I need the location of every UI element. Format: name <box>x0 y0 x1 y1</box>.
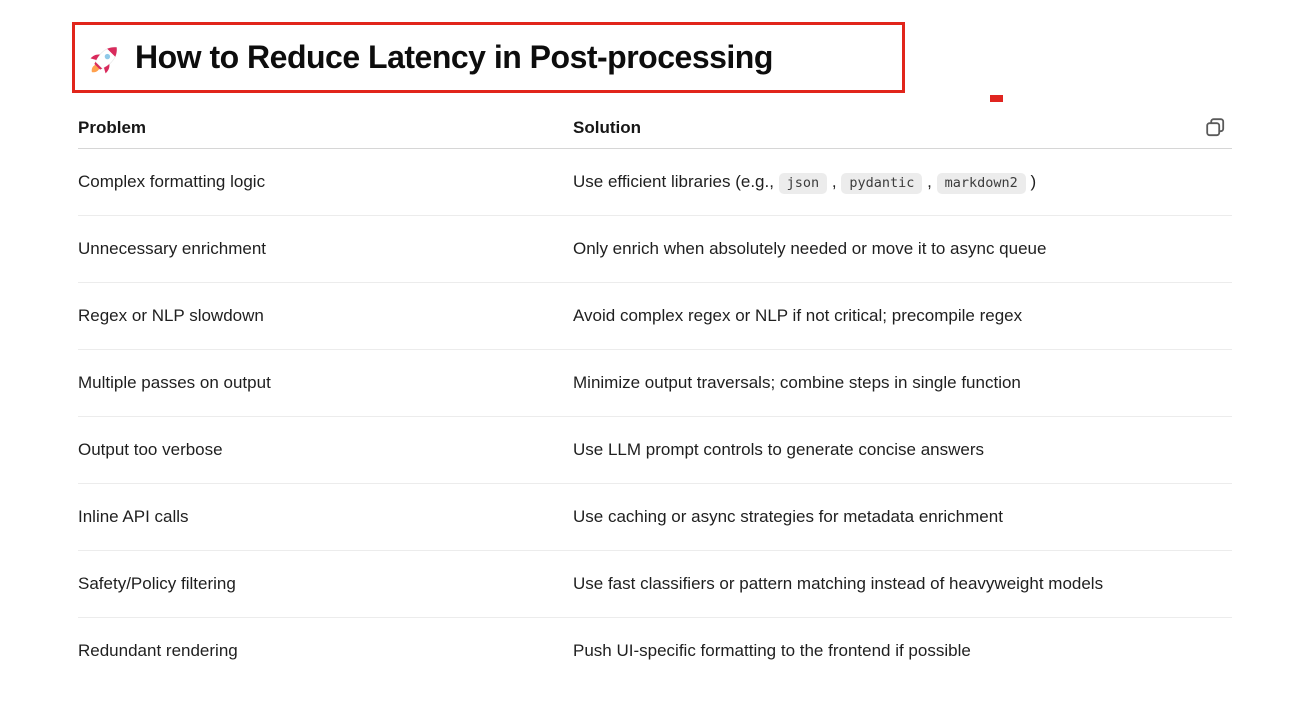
solution-cell: Use efficient libraries (e.g., json , py… <box>573 171 1232 194</box>
problem-cell: Safety/Policy filtering <box>78 573 236 593</box>
problem-cell: Unnecessary enrichment <box>78 238 267 258</box>
table-row: Complex formatting logic Use efficient li… <box>78 149 1232 216</box>
solution-cell: Only enrich when absolutely needed or mo… <box>573 238 1047 258</box>
problem-solution-table: Problem Solution Complex formatting logi… <box>78 107 1232 685</box>
column-header-problem: Problem <box>78 117 147 137</box>
table-row: Inline API calls Use caching or async str… <box>78 484 1232 551</box>
solution-cell: Avoid complex regex or NLP if not critic… <box>573 305 1023 325</box>
red-dash-annotation <box>990 95 1003 102</box>
column-header-solution: Solution <box>573 117 641 137</box>
table-header-row: Problem Solution <box>78 107 1232 149</box>
table-row: Multiple passes on output Minimize output… <box>78 350 1232 417</box>
rocket-emoji-icon <box>90 46 118 73</box>
problem-cell: Multiple passes on output <box>78 372 271 392</box>
code-badge: pydantic <box>841 172 923 194</box>
copy-icon <box>1205 118 1224 137</box>
table-row: Output too verbose Use LLM prompt control… <box>78 417 1232 484</box>
code-badge: markdown2 <box>936 172 1026 194</box>
solution-cell: Use caching or async strategies for meta… <box>573 506 1003 526</box>
solution-cell: Use fast classifiers or pattern matching… <box>573 573 1104 593</box>
table-row: Regex or NLP slowdown Avoid complex regex… <box>78 283 1232 350</box>
solution-cell: Minimize output traversals; combine step… <box>573 372 1021 392</box>
problem-cell: Redundant rendering <box>78 641 238 661</box>
solution-cell: Push UI-specific formatting to the front… <box>573 641 971 661</box>
code-badge: json <box>778 172 828 194</box>
table-row: Safety/Policy filtering Use fast classifi… <box>78 551 1232 618</box>
solution-cell: Use LLM prompt controls to generate conc… <box>573 439 985 459</box>
table-body: Complex formatting logic Use efficient li… <box>78 149 1232 685</box>
problem-cell: Inline API calls <box>78 506 189 526</box>
page-title: How to Reduce Latency in Post-processing <box>135 39 773 75</box>
copy-button[interactable] <box>1200 113 1230 143</box>
table-row: Redundant rendering Push UI-specific form… <box>78 618 1232 685</box>
problem-cell: Complex formatting logic <box>78 171 266 191</box>
problem-cell: Regex or NLP slowdown <box>78 305 264 325</box>
problem-cell: Output too verbose <box>78 439 223 459</box>
title-annotation-box: How to Reduce Latency in Post-processing <box>72 22 905 93</box>
table-row: Unnecessary enrichment Only enrich when a… <box>78 216 1232 283</box>
